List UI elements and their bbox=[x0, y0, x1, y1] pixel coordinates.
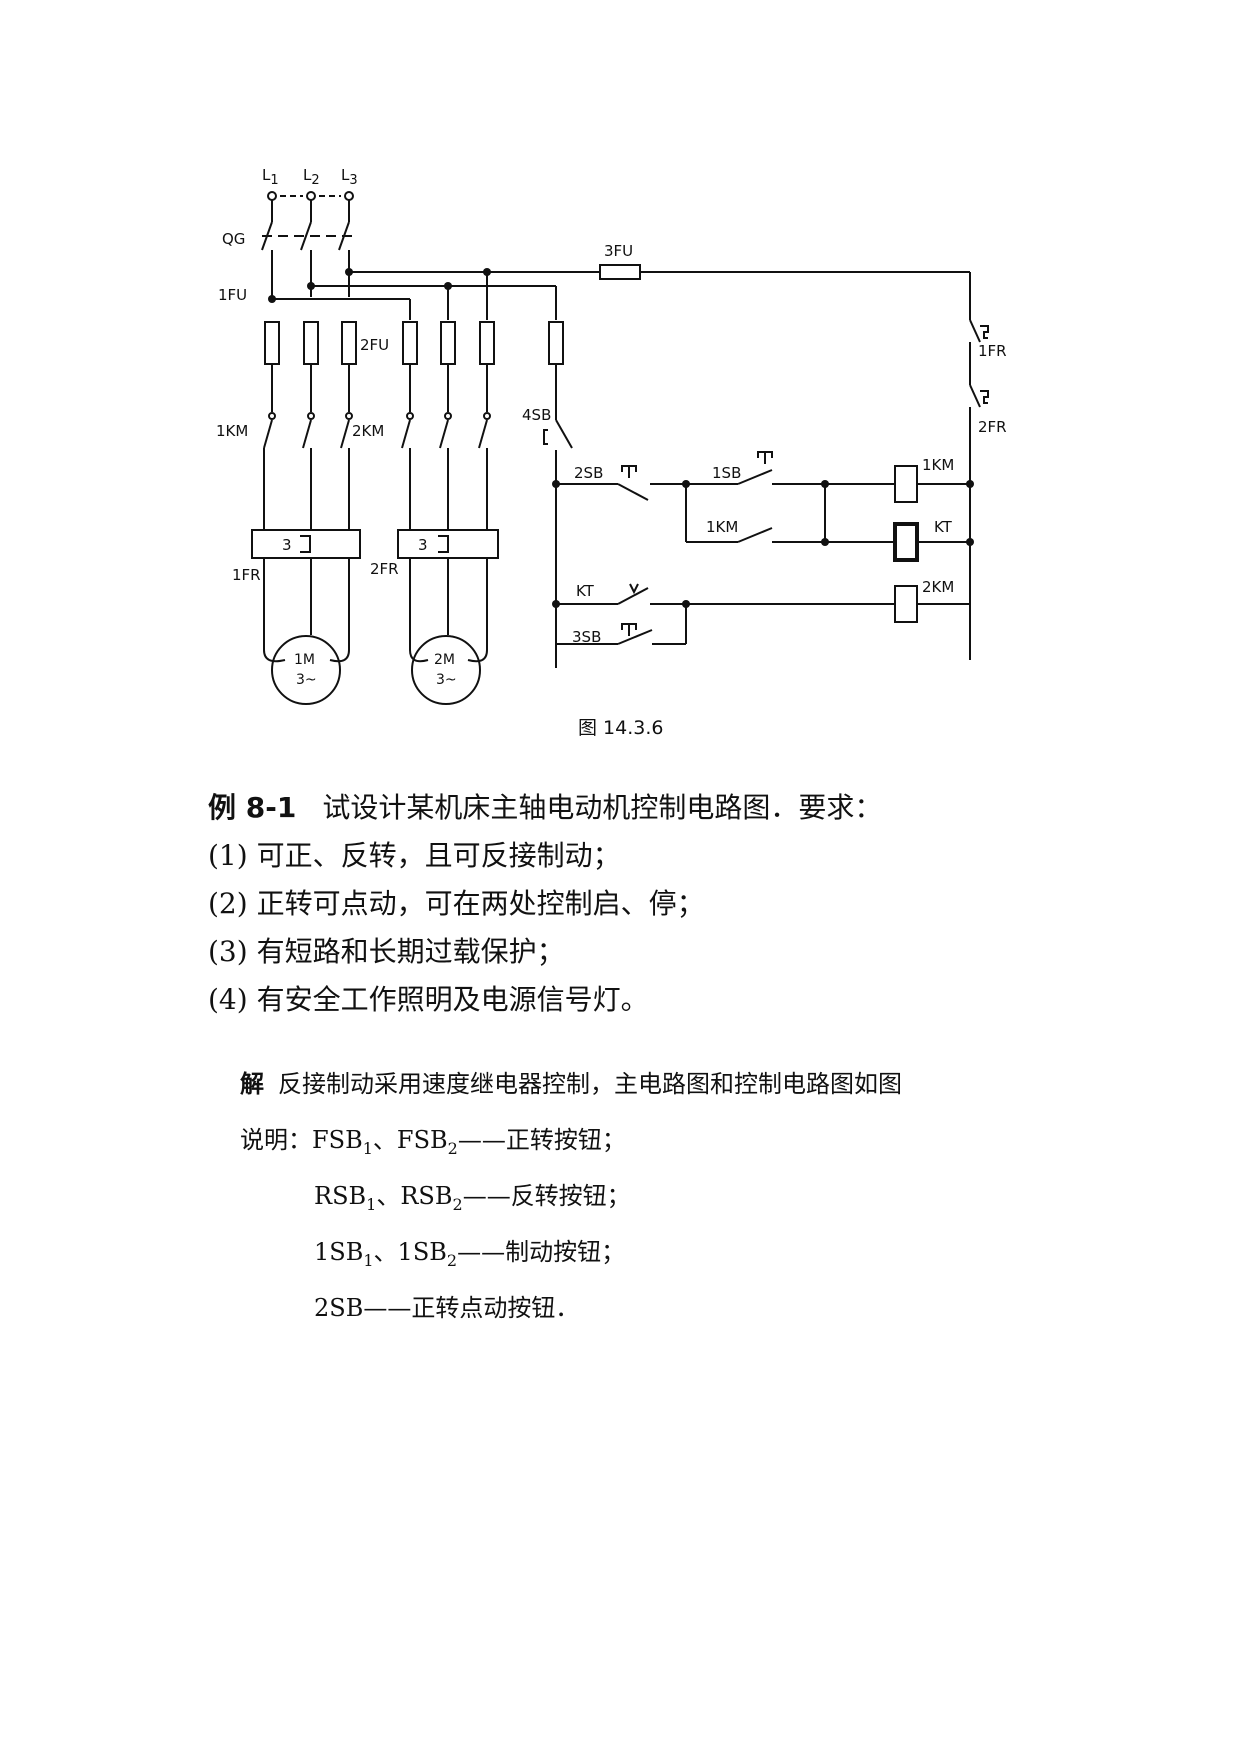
label-motor-2M: 2M bbox=[434, 652, 455, 668]
label-motor-1M: 1M bbox=[294, 652, 315, 668]
problem-item-1: (1) 可正、反转，且可反接制动； bbox=[208, 839, 621, 872]
label-coil-KT: KT bbox=[934, 518, 953, 536]
label-1FR-main: 1FR bbox=[232, 566, 261, 584]
label-coil-2KM: 2KM bbox=[922, 578, 954, 596]
control-circuit-diagram: L1 L2 L3 QG 1FU 2FU 3FU 1KM 2KM 1FR 2FR … bbox=[216, 166, 1007, 705]
label-2FR-main: 2FR bbox=[370, 560, 399, 578]
label-2KM-main: 2KM bbox=[352, 422, 384, 440]
label-heater-2: 3 bbox=[418, 536, 428, 554]
label-1SB: 1SB bbox=[712, 464, 741, 482]
explain-row-3: 1SB1、1SB2——制动按钮； bbox=[314, 1238, 626, 1270]
label-2FR-ctrl: 2FR bbox=[978, 418, 1007, 436]
label-1FR-ctrl: 1FR bbox=[978, 342, 1007, 360]
label-L2: L2 bbox=[303, 166, 320, 188]
label-1KM-main: 1KM bbox=[216, 422, 248, 440]
label-motor-1M-phase: 3~ bbox=[296, 672, 317, 688]
label-3SB: 3SB bbox=[572, 628, 601, 646]
label-1FU: 1FU bbox=[218, 286, 247, 304]
label-QG: QG bbox=[222, 230, 245, 248]
label-4SB: 4SB bbox=[522, 406, 551, 424]
label-3FU: 3FU bbox=[604, 242, 633, 260]
figure-caption: 图 14.3.6 bbox=[578, 717, 664, 739]
label-KT-contact: KT bbox=[576, 582, 595, 600]
problem-item-3: (3) 有短路和长期过载保护； bbox=[208, 935, 565, 968]
label-1KM-contact: 1KM bbox=[706, 518, 738, 536]
label-heater-1: 3 bbox=[282, 536, 292, 554]
solution-line: 解反接制动采用速度继电器控制，主电路图和控制电路图如图 bbox=[240, 1069, 902, 1098]
problem-item-4: (4) 有安全工作照明及电源信号灯。 bbox=[208, 983, 649, 1016]
label-coil-1KM: 1KM bbox=[922, 456, 954, 474]
label-L3: L3 bbox=[341, 166, 358, 188]
problem-label: 例 8-1 bbox=[208, 791, 297, 824]
explain-row-1: 说明：FSB1、FSB2——正转按钮； bbox=[240, 1126, 626, 1158]
explain-row-4: 2SB——正转点动按钮． bbox=[314, 1294, 580, 1322]
label-2SB: 2SB bbox=[574, 464, 603, 482]
explain-row-2: RSB1、RSB2——反转按钮； bbox=[314, 1182, 631, 1214]
solution-label: 解 bbox=[240, 1069, 264, 1098]
label-2FU: 2FU bbox=[360, 336, 389, 354]
label-L1: L1 bbox=[262, 166, 279, 188]
problem-item-2: (2) 正转可点动，可在两处控制启、停； bbox=[208, 887, 705, 920]
label-motor-2M-phase: 3~ bbox=[436, 672, 457, 688]
